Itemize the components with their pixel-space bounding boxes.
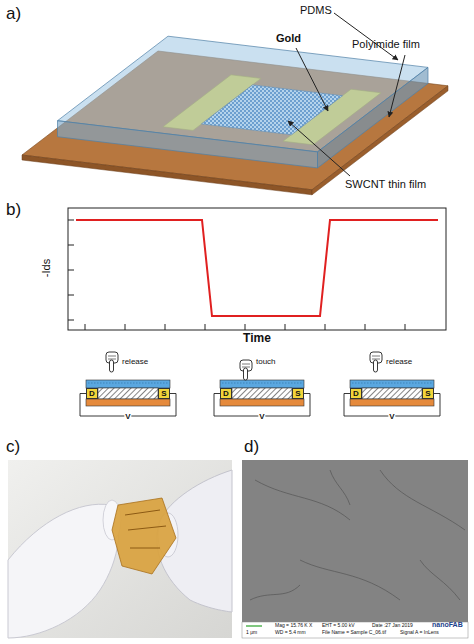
electrode-box: S [422, 388, 434, 399]
electrode-label: S [425, 389, 430, 398]
label-text: File Name = Sample C_06.tif [322, 630, 386, 636]
label-text: release [386, 357, 412, 366]
gloved-hand [8, 504, 119, 638]
scale-bar [246, 625, 262, 626]
label-text: d) [244, 437, 259, 457]
label-text: a) [6, 4, 21, 24]
voltage-label: V [388, 412, 395, 421]
voltage-label: V [124, 412, 131, 421]
label-text: EHT = 5.00 kV [322, 623, 355, 629]
photo-background [8, 460, 232, 638]
device-traces [125, 510, 166, 548]
leader-line [389, 55, 405, 117]
photo [8, 460, 232, 638]
electrode-label: D [223, 389, 229, 398]
nanotube-bundles [250, 470, 465, 600]
label-text: Date :27 Jan 2019 [372, 623, 413, 629]
label-text: Signal A = InLens [400, 630, 439, 636]
label-text: WD = 5.4 mm [275, 630, 306, 636]
electrode-label: D [353, 389, 359, 398]
label-text: Time [243, 332, 271, 346]
voltage-label: V [258, 412, 265, 421]
leader-line [288, 121, 350, 176]
device-stack [220, 380, 304, 406]
label-text: Polyimide film [352, 38, 420, 51]
electrode-box: D [86, 388, 98, 399]
label-text: nanoFAB [432, 621, 463, 629]
leader-line [296, 48, 328, 111]
label-text: b) [6, 200, 21, 220]
label-text: -Ids [40, 259, 53, 277]
hand-icon [106, 352, 118, 372]
electrode-box: S [292, 388, 304, 399]
device-stack [86, 380, 170, 406]
sem-field [242, 460, 468, 622]
pdms-side [318, 67, 429, 167]
current-trace [76, 220, 438, 316]
label-text: release [122, 357, 148, 366]
flexible-device [112, 498, 176, 574]
electrode-label: D [89, 389, 95, 398]
electrode-box: S [158, 388, 170, 399]
electrode-label: S [161, 389, 166, 398]
device-stack [350, 380, 434, 406]
electrode-label: S [295, 389, 300, 398]
chart-frame [68, 208, 446, 330]
electrode-box: D [220, 388, 232, 399]
axis-ticks [68, 220, 405, 330]
label-text: 1 μm [246, 630, 257, 636]
label-text: PDMS [300, 4, 332, 17]
sem-image [242, 460, 468, 638]
device-illustration [22, 13, 448, 195]
label-text: touch [256, 357, 276, 366]
label-text: Mag = 15.76 K X [275, 623, 312, 629]
pdms-front [58, 121, 318, 168]
label-text: Gold [276, 32, 301, 45]
hand-icon [370, 352, 382, 372]
electrode-box: D [350, 388, 362, 399]
touch-schematics [86, 352, 434, 406]
leader-line [334, 13, 398, 60]
sem-info-bar [242, 622, 468, 638]
label-text: c) [6, 437, 20, 457]
current-chart [68, 208, 446, 330]
label-text: SWCNT thin film [345, 178, 426, 191]
hand-icon [240, 360, 252, 380]
